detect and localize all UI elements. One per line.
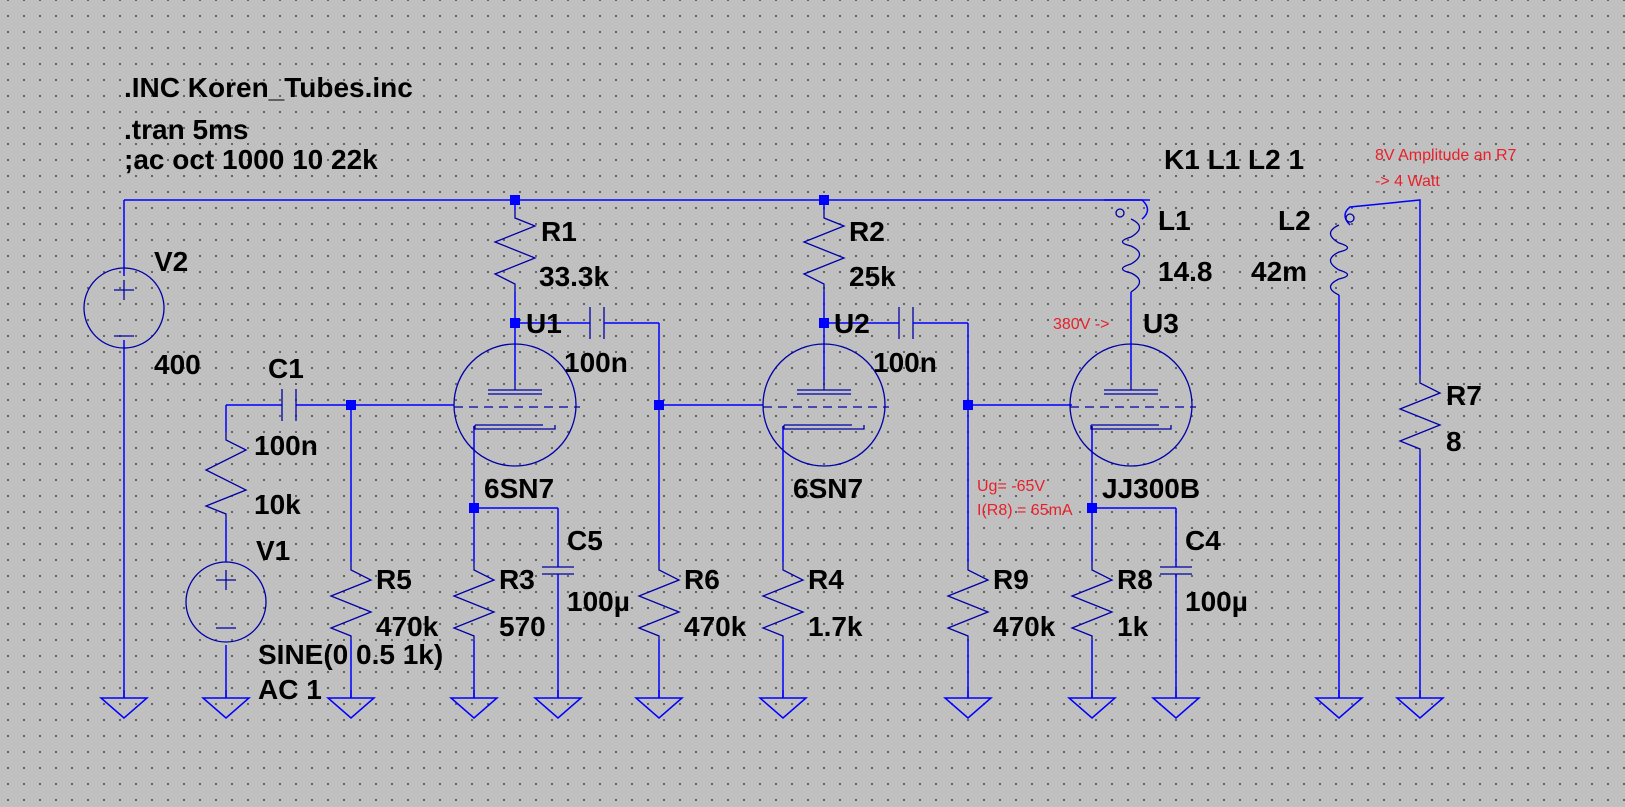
label-r-input-value: 10k — [254, 489, 301, 520]
capacitor-c4 — [1160, 566, 1192, 575]
label-l2-value: 42m — [1251, 256, 1307, 287]
label-v1-name: V1 — [256, 535, 290, 566]
label-r3-name: R3 — [499, 564, 535, 595]
label-u1-name: U1 — [526, 308, 562, 339]
voltage-source-v2[interactable] — [83, 267, 165, 349]
label-v2-value: 400 — [154, 349, 201, 380]
label-r6-value: 470k — [684, 611, 747, 642]
inductor-l1 — [1115, 208, 1141, 293]
label-r7-value: 8 — [1446, 426, 1462, 457]
label-c1-name: C1 — [268, 353, 304, 384]
label-r6-name: R6 — [684, 564, 720, 595]
label-r4-value: 1.7k — [808, 611, 863, 642]
capacitors — [281, 307, 1192, 575]
label-u3-name: U3 — [1143, 308, 1179, 339]
label-r5-name: R5 — [376, 564, 412, 595]
resistor-r6 — [637, 562, 681, 640]
label-c4-name: C4 — [1185, 525, 1221, 556]
label-u1-model: 6SN7 — [484, 473, 554, 504]
resistor-r7 — [1398, 375, 1442, 455]
tube-u2[interactable] — [762, 343, 890, 467]
note-plate-voltage: 380V -> — [1053, 316, 1109, 333]
capacitor-c5 — [542, 566, 574, 575]
label-u2-model: 6SN7 — [793, 473, 863, 504]
label-u2-name: U2 — [834, 308, 870, 339]
directive-inc: .INC Koren_Tubes.inc — [124, 72, 413, 103]
label-l2-name: L2 — [1278, 205, 1311, 236]
tube-u1[interactable] — [453, 343, 581, 467]
inductor-l2 — [1329, 213, 1355, 296]
resistor-r9 — [946, 562, 990, 640]
label-r2-value: 25k — [849, 261, 896, 292]
label-c5-name: C5 — [567, 525, 603, 556]
label-v2-name: V2 — [154, 246, 188, 277]
tube-u3[interactable] — [1069, 343, 1197, 467]
directive-tran: .tran 5ms — [124, 114, 249, 145]
resistor-r8 — [1070, 562, 1114, 640]
label-u3-model: JJ300B — [1102, 473, 1200, 504]
capacitor-c1 — [281, 389, 297, 421]
label-c1-value: 100n — [254, 430, 318, 461]
label-r8-name: R8 — [1117, 564, 1153, 595]
junction-dots — [346, 195, 1097, 513]
note-power: -> 4 Watt — [1375, 173, 1440, 190]
resistor-r-input — [204, 432, 248, 520]
label-c-u1-value: 100n — [564, 347, 628, 378]
voltage-source-v1[interactable] — [185, 561, 267, 643]
resistor-r3 — [452, 562, 496, 640]
note-amplitude: 8V Amplitude an R7 — [1375, 147, 1517, 164]
label-r4-name: R4 — [808, 564, 844, 595]
resistor-r1 — [493, 210, 537, 292]
label-r8-value: 1k — [1117, 611, 1149, 642]
label-r3-value: 570 — [499, 611, 546, 642]
wires — [123, 199, 1421, 698]
label-r9-value: 470k — [993, 611, 1056, 642]
resistors — [204, 210, 1442, 640]
directive-coupling: K1 L1 L2 1 — [1164, 144, 1304, 175]
label-r1-value: 33.3k — [539, 261, 609, 292]
resistor-r2 — [802, 210, 846, 292]
label-r7-name: R7 — [1446, 380, 1482, 411]
label-v1-value: SINE(0 0.5 1k) — [258, 639, 443, 670]
label-l1-name: L1 — [1158, 205, 1191, 236]
label-c-u2-value: 100n — [873, 347, 937, 378]
label-r9-name: R9 — [993, 564, 1029, 595]
label-v1-ac: AC 1 — [258, 674, 322, 705]
capacitor-c-u2 — [893, 307, 927, 339]
resistor-r4 — [761, 562, 805, 640]
directive-ac: ;ac oct 1000 10 22k — [124, 144, 378, 175]
label-c5-value: 100µ — [567, 586, 630, 617]
label-l1-value: 14.8 — [1158, 256, 1213, 287]
note-grid-voltage: Ug= -65V — [977, 478, 1045, 495]
label-r1-name: R1 — [541, 216, 577, 247]
resistor-r5 — [329, 562, 373, 640]
label-r5-value: 470k — [376, 611, 439, 642]
note-cathode-current: I(R8) = 65mA — [977, 502, 1073, 519]
capacitor-c-u1 — [584, 307, 618, 339]
label-r2-name: R2 — [849, 216, 885, 247]
label-c4-value: 100µ — [1185, 586, 1248, 617]
